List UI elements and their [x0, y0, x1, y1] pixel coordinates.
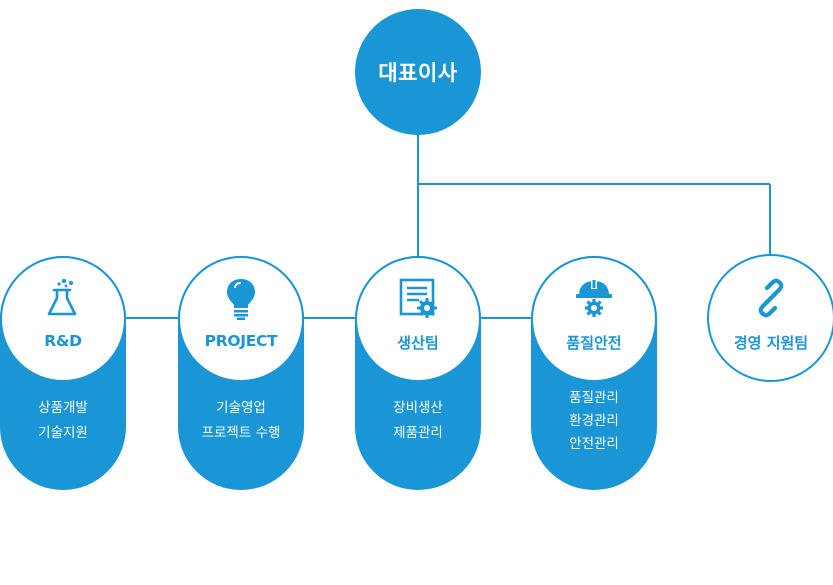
- ceo-node: 대표이사: [355, 9, 481, 135]
- department-quality-safety: 품질안전 품질관리 환경관리 안전관리: [531, 256, 657, 490]
- lightbulb-icon: [178, 278, 304, 320]
- department-management-support-title: 경영 지원팀: [733, 334, 809, 352]
- department-project: PROJECT 기술영업 프로젝트 수행: [178, 256, 304, 490]
- task-item: 기술지원: [38, 425, 88, 441]
- department-rnd-tasks: 상품개발 기술지원: [0, 396, 126, 446]
- department-rnd-circle: [0, 256, 126, 382]
- department-project-title: PROJECT: [204, 332, 278, 350]
- department-rnd-title: R&D: [44, 332, 82, 350]
- department-production-title: 생산팀: [397, 334, 439, 352]
- task-item: 안전관리: [569, 436, 619, 452]
- task-item: 제품관리: [393, 425, 443, 441]
- department-production: 생산팀 장비생산 제품관리: [355, 256, 481, 490]
- department-production-tasks: 장비생산 제품관리: [355, 396, 481, 446]
- document-gear-icon: [355, 278, 481, 318]
- task-item: 프로젝트 수행: [201, 425, 281, 441]
- task-item: 품질관리: [569, 390, 619, 406]
- department-quality-safety-tasks: 품질관리 환경관리 안전관리: [531, 387, 657, 456]
- task-item: 환경관리: [569, 413, 619, 429]
- flask-icon: [0, 278, 126, 318]
- task-item: 장비생산: [393, 400, 443, 416]
- link-icon: [709, 278, 833, 318]
- department-quality-safety-title: 품질안전: [566, 334, 622, 352]
- safety-helmet-icon: [531, 278, 657, 318]
- ceo-label: 대표이사: [378, 61, 458, 85]
- department-rnd: R&D 상품개발 기술지원: [0, 256, 126, 490]
- task-item: 상품개발: [38, 400, 88, 416]
- department-management-support: 경영 지원팀: [707, 254, 833, 382]
- task-item: 기술영업: [216, 400, 266, 416]
- department-quality-safety-circle: [531, 256, 657, 382]
- department-production-circle: [355, 256, 481, 382]
- department-project-tasks: 기술영업 프로젝트 수행: [178, 396, 304, 446]
